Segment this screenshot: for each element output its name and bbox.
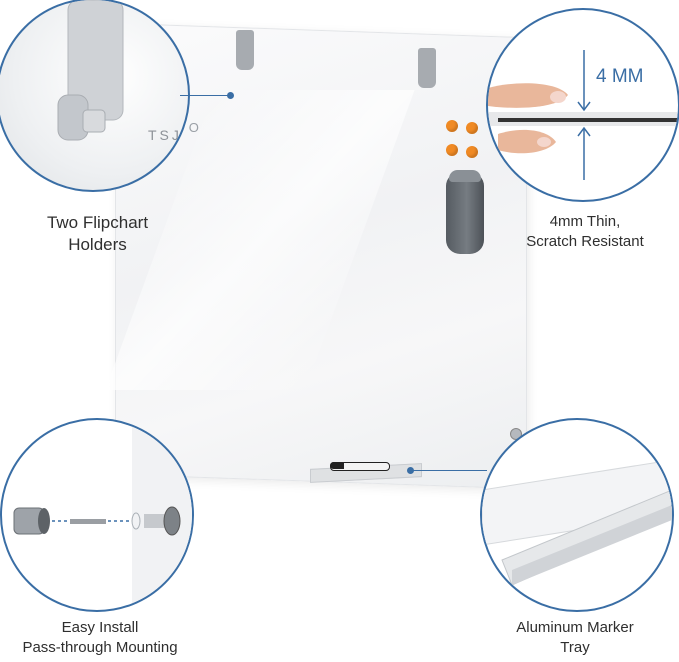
tray-closeup-circle	[480, 418, 674, 612]
tray-callout-dot	[407, 467, 414, 474]
callout-dot	[227, 92, 234, 99]
svg-text:TSJ: TSJ	[148, 127, 182, 143]
flipchart-holder-icon	[236, 30, 254, 70]
holders-closeup-circle: TSJ	[0, 0, 190, 192]
eraser-icon	[446, 172, 484, 254]
thin-label-line2: Scratch Resistant	[526, 233, 644, 250]
tray-callout-line	[412, 470, 487, 471]
flipchart-holder-closeup-icon: TSJ	[57, 0, 182, 143]
magnet-icon	[446, 120, 458, 132]
aluminum-tray-icon	[482, 459, 672, 586]
tray-label-line2: Tray	[560, 639, 590, 656]
flipchart-holder-icon	[418, 48, 436, 88]
holders-label-line2: Holders	[68, 235, 127, 254]
magnet-icon	[466, 122, 478, 134]
magnet-icon	[466, 146, 478, 158]
glass-thickness-icon	[488, 50, 678, 180]
thickness-dimension: 4 MM	[596, 66, 644, 87]
install-label: Easy Install Pass-through Mounting	[5, 618, 195, 658]
mounting-hardware-icon	[13, 420, 192, 610]
holders-label-line1: Two Flipchart	[46, 213, 149, 232]
marker-cap	[330, 462, 344, 469]
thickness-closeup-circle: 4 MM	[486, 8, 679, 202]
install-closeup-circle	[0, 418, 194, 612]
install-label-line1: Easy Install	[61, 619, 139, 636]
magnet-icon	[446, 144, 458, 156]
thin-label: 4mm Thin, Scratch Resistant	[500, 212, 670, 252]
callout-line	[180, 95, 230, 96]
tray-label-line1: Aluminum Marker	[516, 619, 634, 636]
install-label-line2: Pass-through Mounting	[22, 639, 178, 656]
eraser-handle	[449, 170, 481, 182]
thin-label-line1: 4mm Thin,	[549, 213, 621, 230]
holders-label: Two Flipchart Holders	[10, 212, 185, 256]
tray-label: Aluminum Marker Tray	[485, 618, 665, 658]
